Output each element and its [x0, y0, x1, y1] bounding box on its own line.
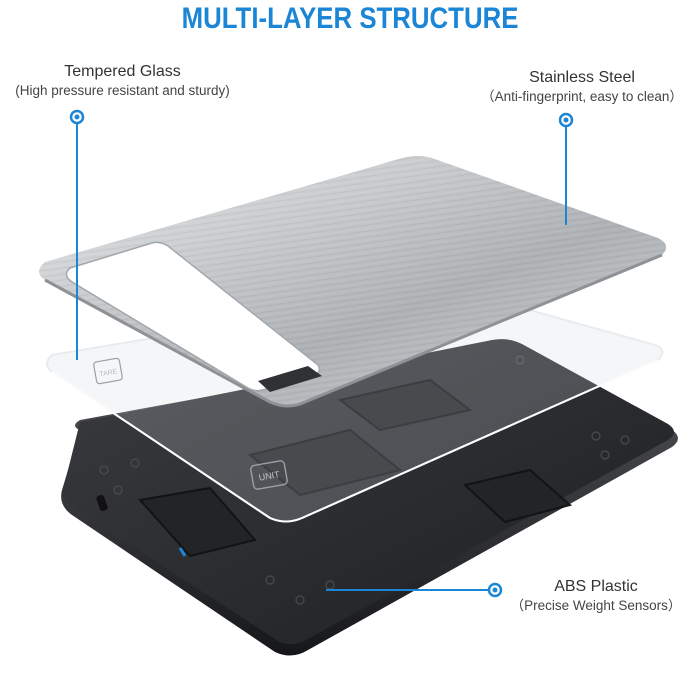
unit-button-text: UNIT [258, 469, 281, 483]
stainless-steel-plate [39, 156, 667, 408]
abs-plastic-base [61, 339, 679, 656]
tare-button-text: TARE [99, 368, 118, 378]
page-title: MULTI-LAYER STRUCTURE [181, 2, 519, 35]
tempered-glass-label: Tempered Glass (High pressure resistant … [0, 62, 245, 100]
unit-button-icon: UNIT [250, 460, 288, 490]
stainless-steel-desc: （Anti-fingerprint, easy to clean） [481, 89, 683, 104]
tempered-glass-callout [69, 109, 85, 360]
tempered-glass-desc: (High pressure resistant and sturdy) [15, 83, 230, 98]
stainless-steel-callout [558, 112, 574, 225]
abs-plastic-callout [326, 582, 503, 598]
abs-plastic-desc: （Precise Weight Sensors） [510, 598, 682, 613]
tempered-glass-name: Tempered Glass [64, 63, 181, 80]
tare-button-icon: TARE [93, 357, 123, 385]
abs-plastic-label: ABS Plastic （Precise Weight Sensors） [500, 577, 692, 615]
stainless-steel-label: Stainless Steel （Anti-fingerprint, easy … [466, 68, 698, 106]
abs-plastic-name: ABS Plastic [554, 578, 638, 595]
stainless-steel-name: Stainless Steel [529, 69, 635, 86]
